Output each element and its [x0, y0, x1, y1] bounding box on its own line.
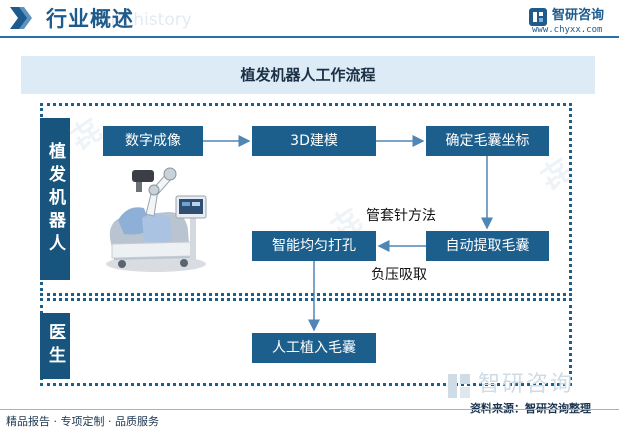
footer-divider — [0, 409, 619, 410]
diagram-title-band — [21, 56, 595, 94]
header-ghost-text: ent history — [100, 10, 192, 30]
step-implant: 人工植入毛囊 — [252, 333, 376, 363]
note-suction: 负压吸取 — [371, 267, 427, 283]
watermark-brand: 智研咨询 — [478, 372, 575, 397]
source-note: 资料来源：智研咨询整理 — [470, 402, 591, 415]
brand-url: www.chyxx.com — [532, 25, 603, 35]
step-extraction: 自动提取毛囊 — [426, 231, 549, 261]
brand-name: 智研咨询 — [552, 8, 605, 23]
diagram-title: 植发机器人工作流程 — [240, 66, 376, 84]
step-punching: 智能均匀打孔 — [252, 231, 376, 261]
step-imaging: 数字成像 — [103, 126, 203, 156]
step-modeling: 3D建模 — [252, 126, 376, 156]
doctor-group-label: 医生 — [40, 313, 70, 379]
note-needle-method: 管套针方法 — [366, 208, 436, 224]
robot-group-label: 植发机器人 — [40, 118, 70, 280]
section-chevron-icon — [10, 7, 32, 29]
watermark-logo-icon — [448, 374, 470, 398]
header-divider — [0, 36, 619, 38]
hair-transplant-robot-image — [106, 167, 207, 272]
section-title: 行业概述 — [46, 7, 134, 31]
footer-tagline: 精品报告 · 专项定制 · 品质服务 — [6, 415, 159, 428]
brand-logo-icon — [529, 8, 547, 26]
step-coordinates: 确定毛囊坐标 — [426, 126, 549, 156]
